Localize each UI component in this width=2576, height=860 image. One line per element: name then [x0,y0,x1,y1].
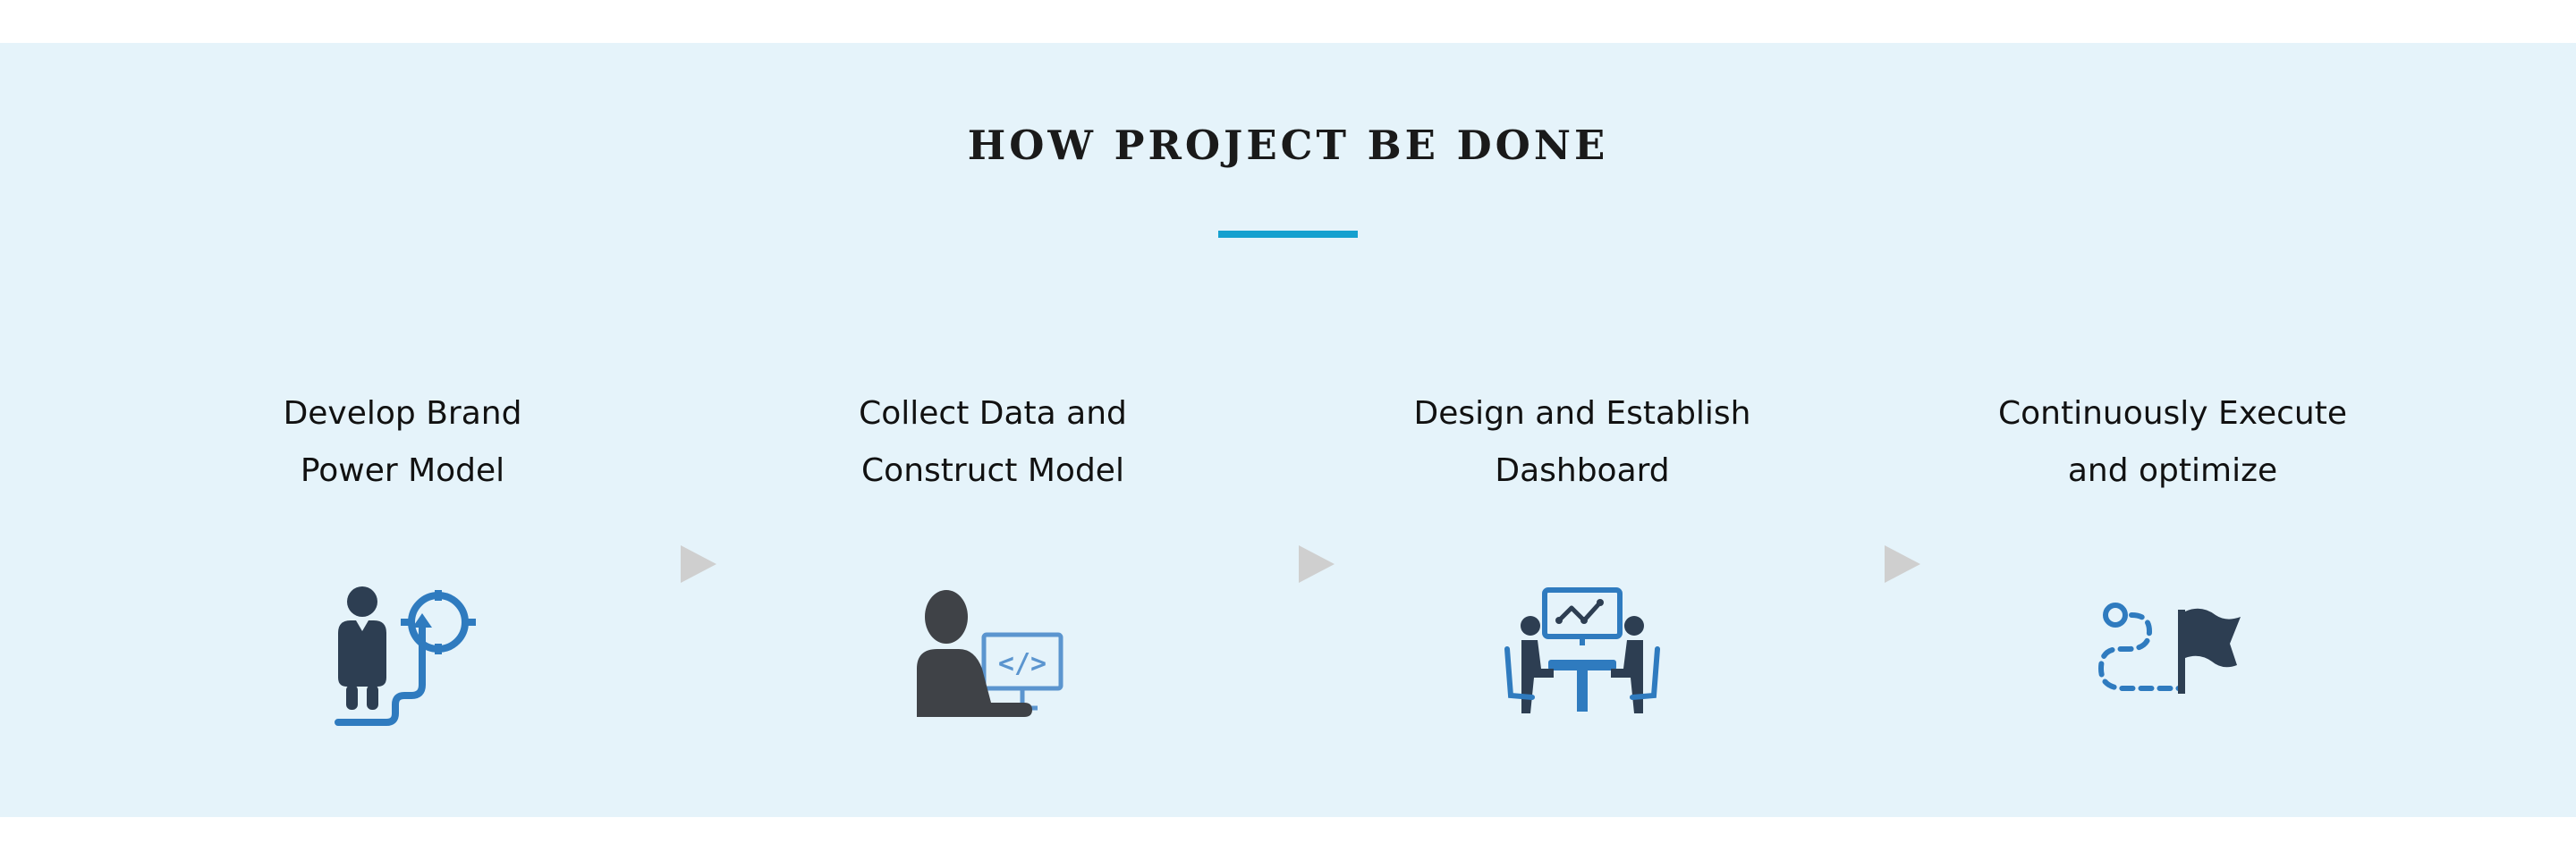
path-to-flag-icon [2092,579,2253,740]
step-arrow-2 [1299,545,1335,583]
person-computer-code-icon: </> [912,579,1073,740]
step-1-title-line-2: Power Model [300,452,505,489]
svg-text:</>: </> [998,648,1046,679]
step-arrow-3 [1885,545,1920,583]
title-underline [1218,231,1358,238]
step-2-title: Collect Data and Construct Model [760,385,1225,500]
section-title: HOW PROJECT BE DONE [967,122,1609,169]
meeting-dashboard-icon [1502,579,1663,740]
step-2-title-line-1: Collect Data and [859,395,1127,432]
step-4-title-line-1: Continuously Execute [1997,395,2348,432]
step-1-title-line-1: Develop Brand [283,395,522,432]
step-3-title-line-2: Dashboard [1495,452,1670,489]
person-target-path-icon [322,579,483,740]
step-4-title-line-2: and optimize [2067,452,2278,489]
step-4-title: Continuously Execute and optimize [1940,385,2405,500]
process-section: HOW PROJECT BE DONE Develop Brand Power … [0,43,2576,817]
step-1-title: Develop Brand Power Model [170,385,635,500]
step-2-title-line-2: Construct Model [861,452,1124,489]
step-arrow-1 [681,545,716,583]
step-3-title-line-1: Design and Establish [1413,395,1751,432]
step-3-title: Design and Establish Dashboard [1350,385,1815,500]
